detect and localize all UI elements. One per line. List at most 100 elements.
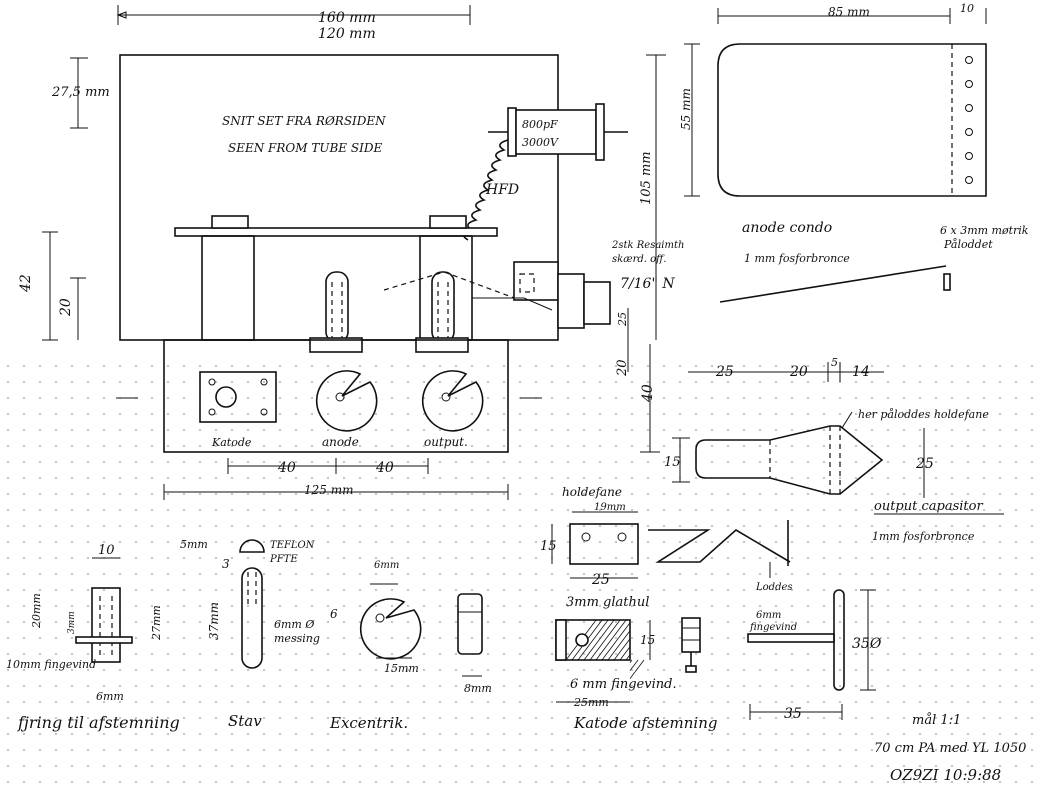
grid-dot — [23, 637, 25, 639]
grid-dot — [823, 557, 825, 559]
grid-dot — [439, 365, 441, 367]
grid-dot — [119, 717, 121, 719]
grid-dot — [823, 477, 825, 479]
output-cap-hidden — [383, 271, 521, 301]
grid-dot — [183, 557, 185, 559]
grid-dot — [951, 589, 953, 591]
grid-dot — [343, 493, 345, 495]
grid-dot — [375, 477, 377, 479]
grid-dot — [999, 605, 1001, 607]
grid-dot — [7, 557, 9, 559]
grid-dot — [119, 781, 121, 783]
grid-dot — [855, 557, 857, 559]
grid-dot — [135, 573, 137, 575]
cathode-post — [201, 235, 255, 341]
grid-dot — [967, 733, 969, 735]
grid-dot — [599, 733, 601, 735]
grid-dot — [263, 621, 265, 623]
grid-dot — [903, 749, 905, 751]
hatch-line — [625, 654, 631, 661]
grid-dot — [535, 717, 537, 719]
grid-dot — [471, 589, 473, 591]
grid-dot — [391, 557, 393, 559]
grid-dot — [951, 765, 953, 767]
grid-dot — [935, 781, 937, 783]
grid-dot — [23, 397, 25, 399]
grid-dot — [791, 477, 793, 479]
grid-dot — [247, 717, 249, 719]
grid-dot — [503, 717, 505, 719]
grid-dot — [567, 669, 569, 671]
grid-dot — [7, 621, 9, 623]
grid-dot — [647, 397, 649, 399]
dim-10: 10 — [960, 2, 974, 15]
condo-material: 1 mm fosforbronce — [744, 252, 850, 265]
grid-dot — [519, 605, 521, 607]
grid-dot — [295, 733, 297, 735]
grid-dot — [359, 733, 361, 735]
grid-dot — [375, 637, 377, 639]
dot-grid — [7, 365, 1033, 783]
grid-dot — [1031, 653, 1033, 655]
grid-dot — [87, 365, 89, 367]
grid-dot — [55, 717, 57, 719]
grid-dot — [183, 397, 185, 399]
grid-dot — [999, 413, 1001, 415]
grid-dot — [791, 365, 793, 367]
grid-dot — [519, 669, 521, 671]
grid-dot — [1031, 621, 1033, 623]
grid-dot — [679, 653, 681, 655]
grid-dot — [231, 461, 233, 463]
grid-dot — [487, 429, 489, 431]
grid-dot — [519, 701, 521, 703]
grid-dot — [727, 589, 729, 591]
grid-dot — [935, 397, 937, 399]
grid-dot — [1031, 493, 1033, 495]
grid-dot — [999, 781, 1001, 783]
grid-dot — [887, 365, 889, 367]
grid-dot — [359, 621, 361, 623]
grid-dot — [919, 461, 921, 463]
grid-dot — [775, 589, 777, 591]
exc-label: Excentrik. — [329, 714, 408, 732]
grid-dot — [935, 413, 937, 415]
grid-dot — [711, 685, 713, 687]
stav-material2: messing — [274, 632, 320, 645]
grid-dot — [887, 509, 889, 511]
grid-dot — [663, 685, 665, 687]
grid-dot — [119, 493, 121, 495]
cap-value: 800pF — [522, 118, 558, 131]
grid-dot — [903, 509, 905, 511]
grid-dot — [967, 781, 969, 783]
grid-dot — [55, 493, 57, 495]
grid-dot — [551, 765, 553, 767]
grid-dot — [103, 733, 105, 735]
grid-dot — [23, 365, 25, 367]
grid-dot — [215, 557, 217, 559]
grid-dot — [695, 413, 697, 415]
grid-dot — [215, 589, 217, 591]
grid-dot — [247, 461, 249, 463]
grid-dot — [615, 765, 617, 767]
grid-dot — [743, 525, 745, 527]
grid-dot — [199, 541, 201, 543]
grid-dot — [135, 461, 137, 463]
grid-dot — [263, 637, 265, 639]
grid-dot — [695, 573, 697, 575]
grid-dot — [919, 781, 921, 783]
grid-dot — [423, 557, 425, 559]
grid-dot — [871, 525, 873, 527]
grid-dot — [519, 749, 521, 751]
grid-dot — [407, 765, 409, 767]
grid-dot — [775, 605, 777, 607]
grid-dot — [295, 381, 297, 383]
grid-dot — [343, 621, 345, 623]
spacer-block — [457, 593, 483, 655]
grid-dot — [615, 749, 617, 751]
grid-dot — [39, 605, 41, 607]
grid-dot — [247, 733, 249, 735]
grid-dot — [983, 765, 985, 767]
grid-dot — [311, 365, 313, 367]
grid-dot — [935, 445, 937, 447]
grid-dot — [663, 781, 665, 783]
